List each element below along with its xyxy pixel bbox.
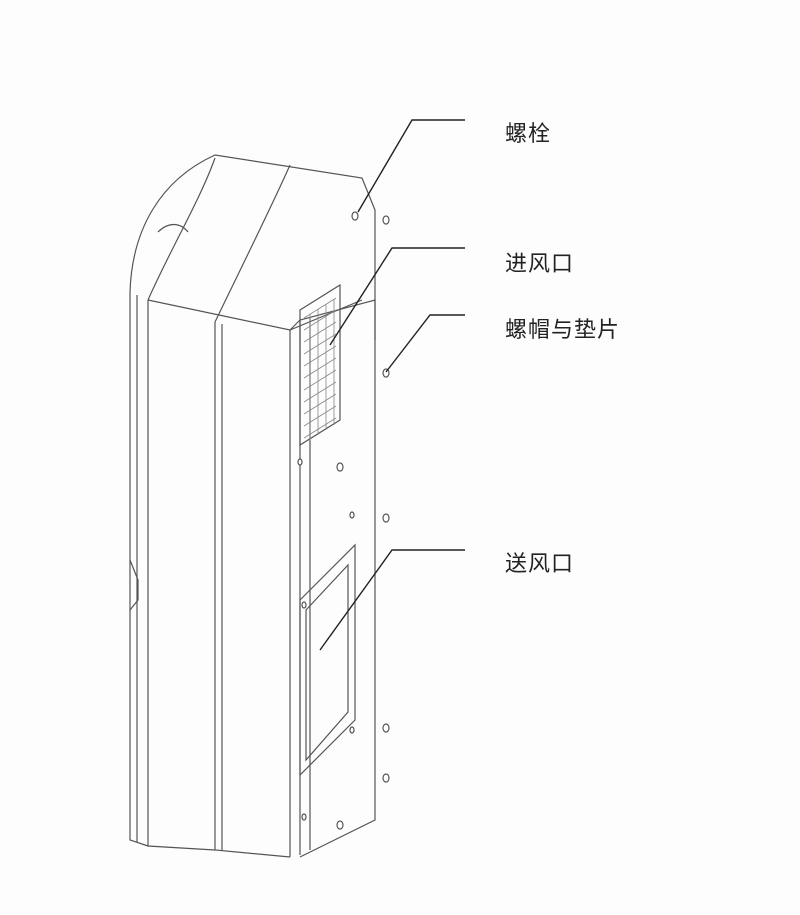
screws bbox=[297, 211, 390, 830]
cabinet-body bbox=[129, 154, 390, 858]
label-air-outlet: 送风口 bbox=[505, 552, 575, 577]
label-air-inlet: 进风口 bbox=[505, 252, 575, 277]
label-bolt: 螺栓 bbox=[505, 122, 552, 147]
label-nut-washer: 螺帽与垫片 bbox=[505, 318, 621, 343]
leader-lines bbox=[319, 119, 465, 651]
